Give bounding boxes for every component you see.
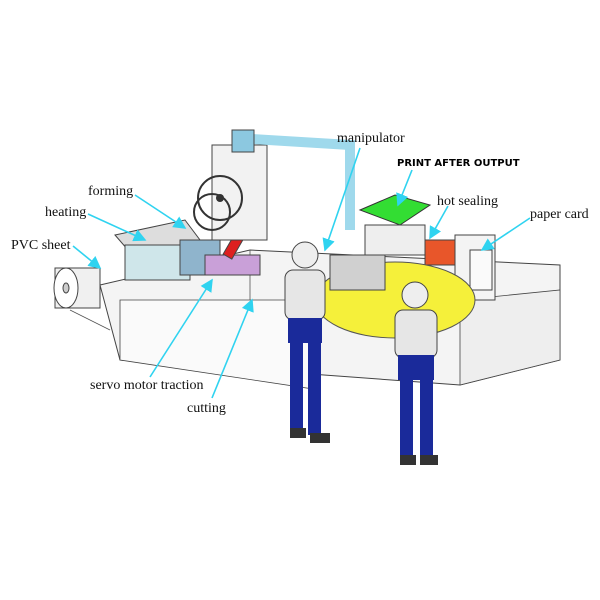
pvc-sheet-roll [53, 267, 111, 331]
worker-right [394, 281, 438, 465]
arrow-servo-motor [149, 278, 213, 378]
label-cutting: cutting [187, 401, 226, 416]
manipulator-frame [193, 129, 355, 241]
heating-forming-unit [114, 219, 261, 281]
arrow-print [396, 169, 413, 207]
arrow-heating [87, 213, 147, 242]
label-print-after-output: PRINT AFTER OUTPUT [397, 158, 520, 169]
arrow-pvc-sheet [72, 245, 102, 270]
label-servo-motor-traction: servo motor traction [90, 378, 204, 393]
label-forming: forming [88, 184, 133, 199]
label-heating: heating [45, 205, 86, 220]
arrow-manipulator [322, 147, 361, 252]
worker-left [284, 241, 330, 443]
arrow-forming [134, 194, 187, 229]
arrow-paper-card [480, 217, 531, 251]
label-manipulator: manipulator [337, 131, 405, 146]
print-unit [358, 194, 432, 256]
label-paper-card: paper card [530, 207, 589, 222]
manipulator-head [329, 254, 386, 291]
label-hot-sealing: hot sealing [437, 194, 498, 209]
arrow-hot-sealing [429, 205, 449, 240]
callout-arrows [72, 147, 531, 399]
label-pvc-sheet: PVC sheet [11, 238, 71, 253]
arrow-cutting [211, 298, 254, 399]
hot-sealing-unit [424, 234, 496, 301]
